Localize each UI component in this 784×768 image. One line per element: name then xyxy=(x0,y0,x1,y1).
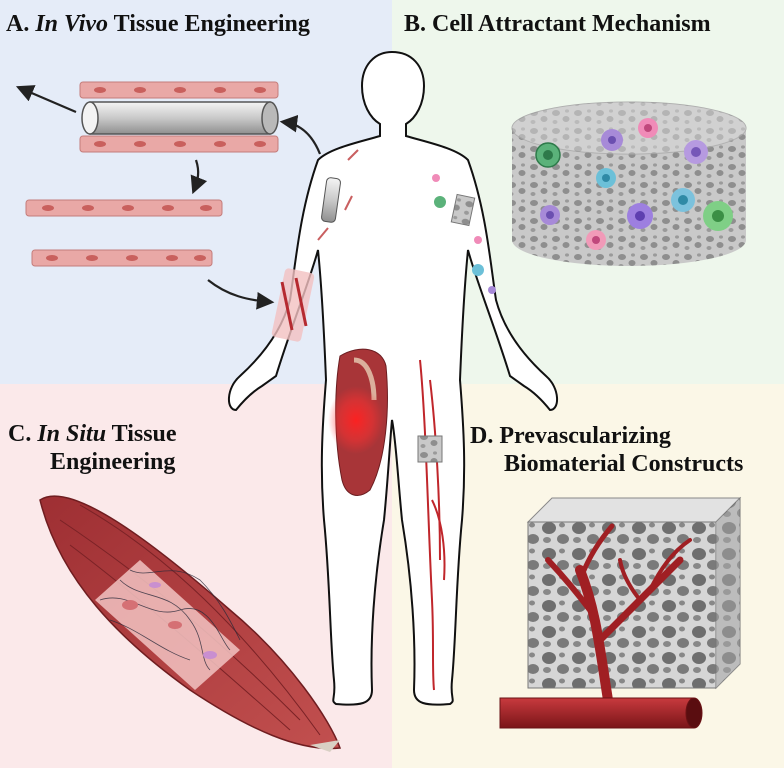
regenerative-scaffold xyxy=(95,560,241,690)
arrow-down-icon xyxy=(190,159,208,195)
blood-vessel-tree xyxy=(545,523,692,705)
arm-implant xyxy=(271,149,359,342)
thigh-muscle xyxy=(328,348,388,496)
panel-d-line1: D. Prevascularizing xyxy=(470,423,671,449)
cell-sheet-middle xyxy=(25,199,223,217)
arrow-to-arm-icon xyxy=(207,279,275,310)
panel-d-title: D. Prevascularizing Biomaterial Construc… xyxy=(470,422,743,478)
scaffold-tube xyxy=(81,101,279,135)
arrow-left-icon xyxy=(15,85,77,114)
panel-c-prefix: C. xyxy=(8,421,38,447)
arrow-to-scaffold-icon xyxy=(279,114,322,155)
panel-d-line2: Biomaterial Constructs xyxy=(504,451,744,477)
cell-sheet-top xyxy=(79,81,279,153)
leg-vessels xyxy=(419,359,446,691)
human-body-outline xyxy=(228,50,558,706)
porous-scaffold-disc xyxy=(511,101,747,266)
panel-b-text: B. Cell Attractant Mechanism xyxy=(404,11,711,37)
recruited-cells xyxy=(535,118,733,250)
panel-c-line2: Engineering xyxy=(50,449,176,475)
panel-c-emphasis: In Situ xyxy=(37,421,107,447)
panel-a-rest: Tissue Engineering xyxy=(108,11,310,37)
panel-b-title: B. Cell Attractant Mechanism xyxy=(404,10,711,38)
panel-c-rest: Tissue xyxy=(106,421,177,447)
leg-scaffold xyxy=(417,435,443,463)
shoulder-scaffold xyxy=(432,174,496,294)
panel-c-title: C. In Situ Tissue Engineering xyxy=(8,420,177,476)
porous-cube xyxy=(526,496,742,690)
panel-a-prefix: A. xyxy=(6,11,36,37)
host-vessel xyxy=(499,697,703,729)
cell-sheet-bottom xyxy=(31,249,213,267)
panel-a-title: A. In Vivo Tissue Engineering xyxy=(6,10,310,38)
panel-a-emphasis: In Vivo xyxy=(35,11,109,37)
